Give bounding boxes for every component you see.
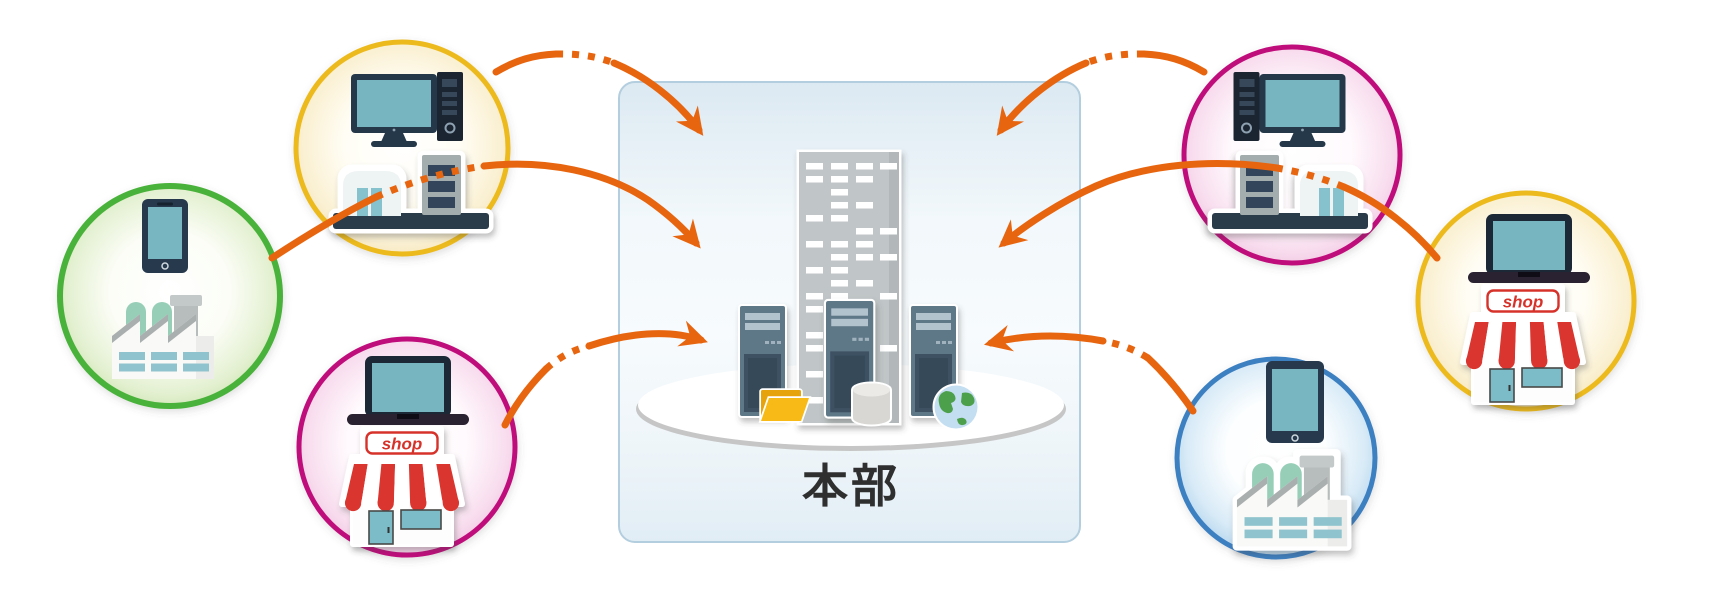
headquarters-label: 本部 [802,459,900,513]
arrow-office-left-to-hq [492,50,704,136]
shop-storefront-icon: shop [339,426,465,547]
arrow-shop-right-to-hq [998,160,1441,262]
database-cylinder-icon [851,381,892,427]
smartphone-icon [142,199,188,273]
globe-icon [932,383,980,431]
arrow-factory-right-to-hq [983,325,1197,415]
folder-icon [758,388,812,423]
desktop-pc-icon [351,72,463,147]
factory-icon [112,295,214,379]
arrow-shop-left-to-hq [501,320,708,429]
shop-awning [344,464,460,512]
shop-window [400,509,442,530]
laptop-icon [347,356,469,425]
arrow-factory-left-to-hq [268,160,701,262]
laptop-and-shop-icons: shop [339,356,469,547]
shop-sign [365,431,439,455]
tablet-icon [1266,361,1324,443]
arrow-office-right-to-hq [996,50,1208,136]
shop-sign-label: shop [382,435,423,454]
connection-arrows [268,50,1441,429]
headquarters-box: 本部 [618,81,1081,543]
server-building-icon [405,155,489,229]
factory-icon [1237,453,1347,546]
